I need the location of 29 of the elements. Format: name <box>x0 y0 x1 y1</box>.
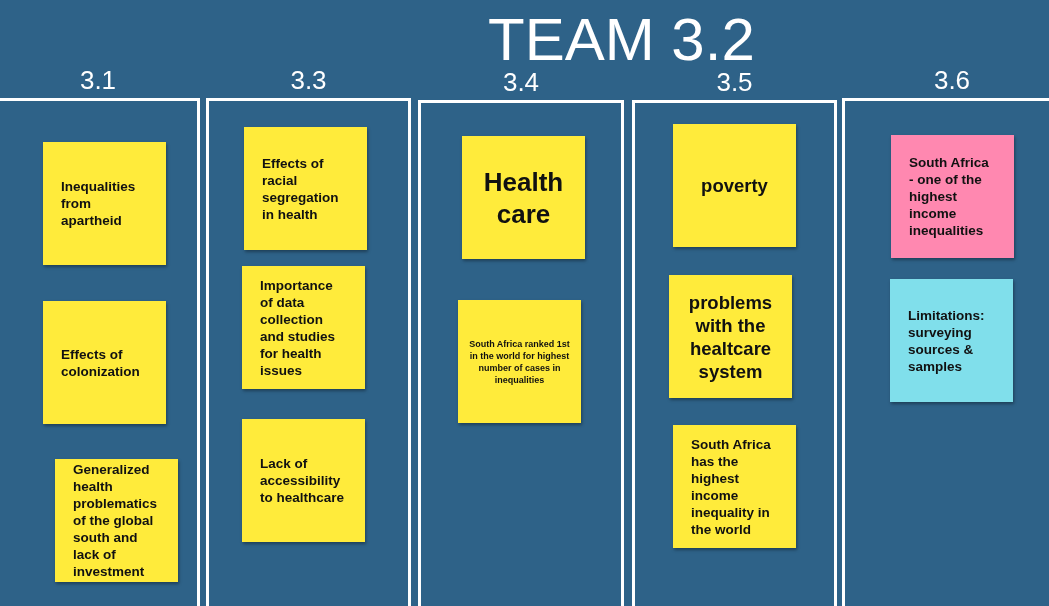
note-text: Inequalities from apartheid <box>60 178 137 229</box>
sticky-note <box>673 124 796 247</box>
note-text: Limitations: surveying sources & samples <box>907 306 986 375</box>
note-text: problems with the healtcare system <box>687 290 774 383</box>
sticky-note <box>244 127 367 250</box>
sticky-note <box>242 419 365 542</box>
sticky-note <box>458 300 581 423</box>
note-text: Generalized health problematics of the global south and lack of investment <box>72 461 159 580</box>
sticky-note <box>43 142 166 265</box>
note-text: poverty <box>700 174 769 197</box>
note-text: South Africa - one of the highest income inequalities <box>908 154 990 239</box>
column-heading: 3.3 <box>289 65 328 95</box>
sticky-note <box>891 135 1014 258</box>
sticky-note <box>673 425 796 548</box>
sticky-note <box>462 136 585 259</box>
note-text: Health care <box>482 165 565 230</box>
sticky-note <box>242 266 365 389</box>
sticky-note <box>669 275 792 398</box>
note-text: South Africa ranked 1st in the world for highest number of cases in inequalities <box>468 337 571 386</box>
sticky-note <box>55 459 178 582</box>
sticky-note <box>890 279 1013 402</box>
column-heading: 3.6 <box>932 65 972 95</box>
note-text: Effects of racial segregation in health <box>261 154 340 223</box>
note-text: Lack of accessibility to healthcare <box>259 455 346 506</box>
column-heading: 3.1 <box>78 65 118 95</box>
note-text: Effects of colonization <box>60 345 141 380</box>
note-text: South Africa has the highest income inequality in the world <box>690 435 772 538</box>
sticky-note <box>43 301 166 424</box>
note-text: Importance of data collection and studies for health issues <box>259 276 336 379</box>
